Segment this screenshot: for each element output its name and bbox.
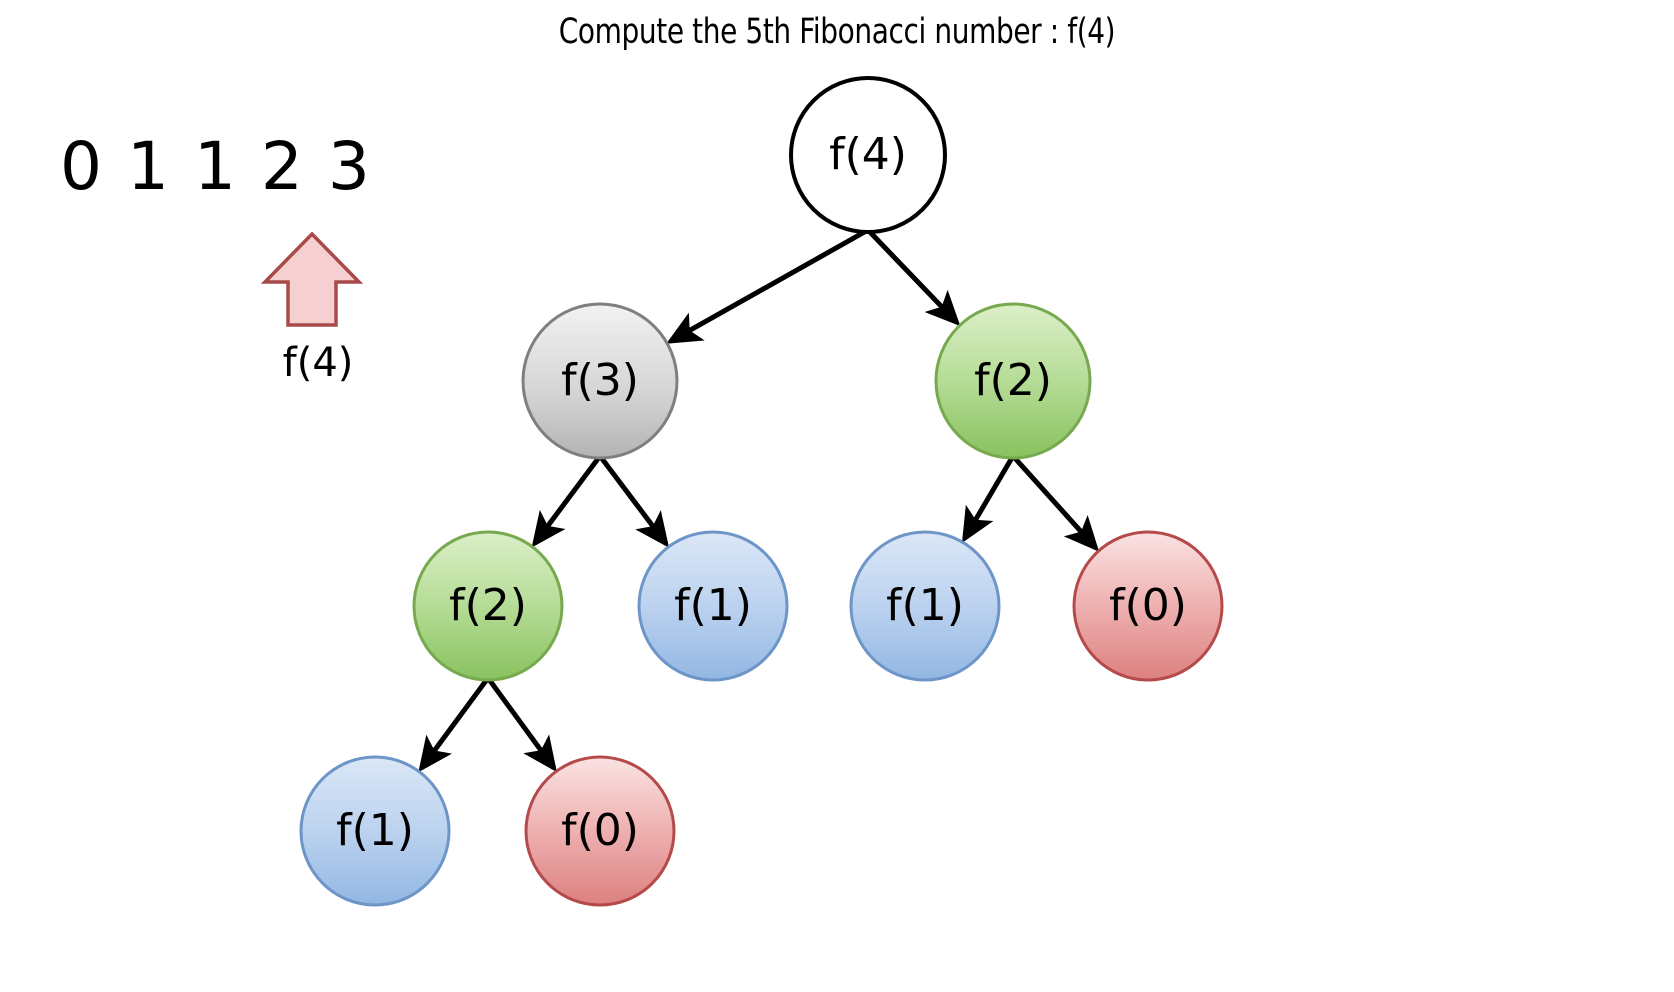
tree-node-f4[interactable]: f(4) bbox=[789, 76, 947, 234]
node-label: f(4) bbox=[829, 129, 907, 180]
node-label: f(1) bbox=[336, 805, 414, 856]
node-circle bbox=[789, 76, 947, 234]
tree-node-f2[interactable]: f(2) bbox=[412, 530, 564, 682]
node-label: f(3) bbox=[561, 355, 639, 406]
tree-edges bbox=[418, 227, 1100, 773]
node-circle bbox=[521, 302, 679, 460]
node-label: f(0) bbox=[561, 805, 639, 856]
node-circle bbox=[637, 530, 789, 682]
node-circle bbox=[412, 530, 564, 682]
node-label: f(1) bbox=[674, 580, 752, 631]
tree-node-f0[interactable]: f(0) bbox=[524, 755, 676, 907]
node-label: f(0) bbox=[1109, 580, 1187, 631]
node-circle bbox=[524, 755, 676, 907]
tree-node-f3[interactable]: f(3) bbox=[521, 302, 679, 460]
tree-edge bbox=[866, 228, 961, 327]
node-label: f(2) bbox=[974, 355, 1052, 406]
node-circle bbox=[1072, 530, 1224, 682]
tree-edge bbox=[961, 454, 1016, 544]
tree-edge bbox=[666, 227, 870, 344]
tree-node-f1[interactable]: f(1) bbox=[299, 755, 451, 907]
tree-edge bbox=[418, 676, 491, 773]
tree-nodes: f(4) f(3) f(2) f(2) f(1) f(1) f(0) f(1) f(0) bbox=[299, 76, 1224, 907]
tree-node-f2[interactable]: f(2) bbox=[934, 302, 1092, 460]
node-label: f(2) bbox=[449, 580, 527, 631]
tree-edge bbox=[598, 454, 670, 548]
page-title: Compute the 5th Fibonacci number : f(4) bbox=[558, 12, 1116, 52]
fibonacci-sequence-panel: 0 1 1 2 3 f(4) bbox=[55, 128, 395, 398]
tree-node-f1[interactable]: f(1) bbox=[849, 530, 1001, 682]
sequence-arrow-label: f(4) bbox=[282, 340, 354, 386]
node-circle bbox=[849, 530, 1001, 682]
tree-node-f1[interactable]: f(1) bbox=[637, 530, 789, 682]
node-label: f(1) bbox=[886, 580, 964, 631]
tree-node-f0[interactable]: f(0) bbox=[1072, 530, 1224, 682]
node-circle bbox=[934, 302, 1092, 460]
up-arrow-icon bbox=[260, 228, 370, 342]
tree-edge bbox=[1011, 454, 1100, 552]
tree-edge bbox=[485, 676, 557, 773]
fibonacci-sequence-numbers: 0 1 1 2 3 bbox=[60, 128, 372, 205]
tree-edge bbox=[531, 454, 603, 548]
node-circle bbox=[299, 755, 451, 907]
